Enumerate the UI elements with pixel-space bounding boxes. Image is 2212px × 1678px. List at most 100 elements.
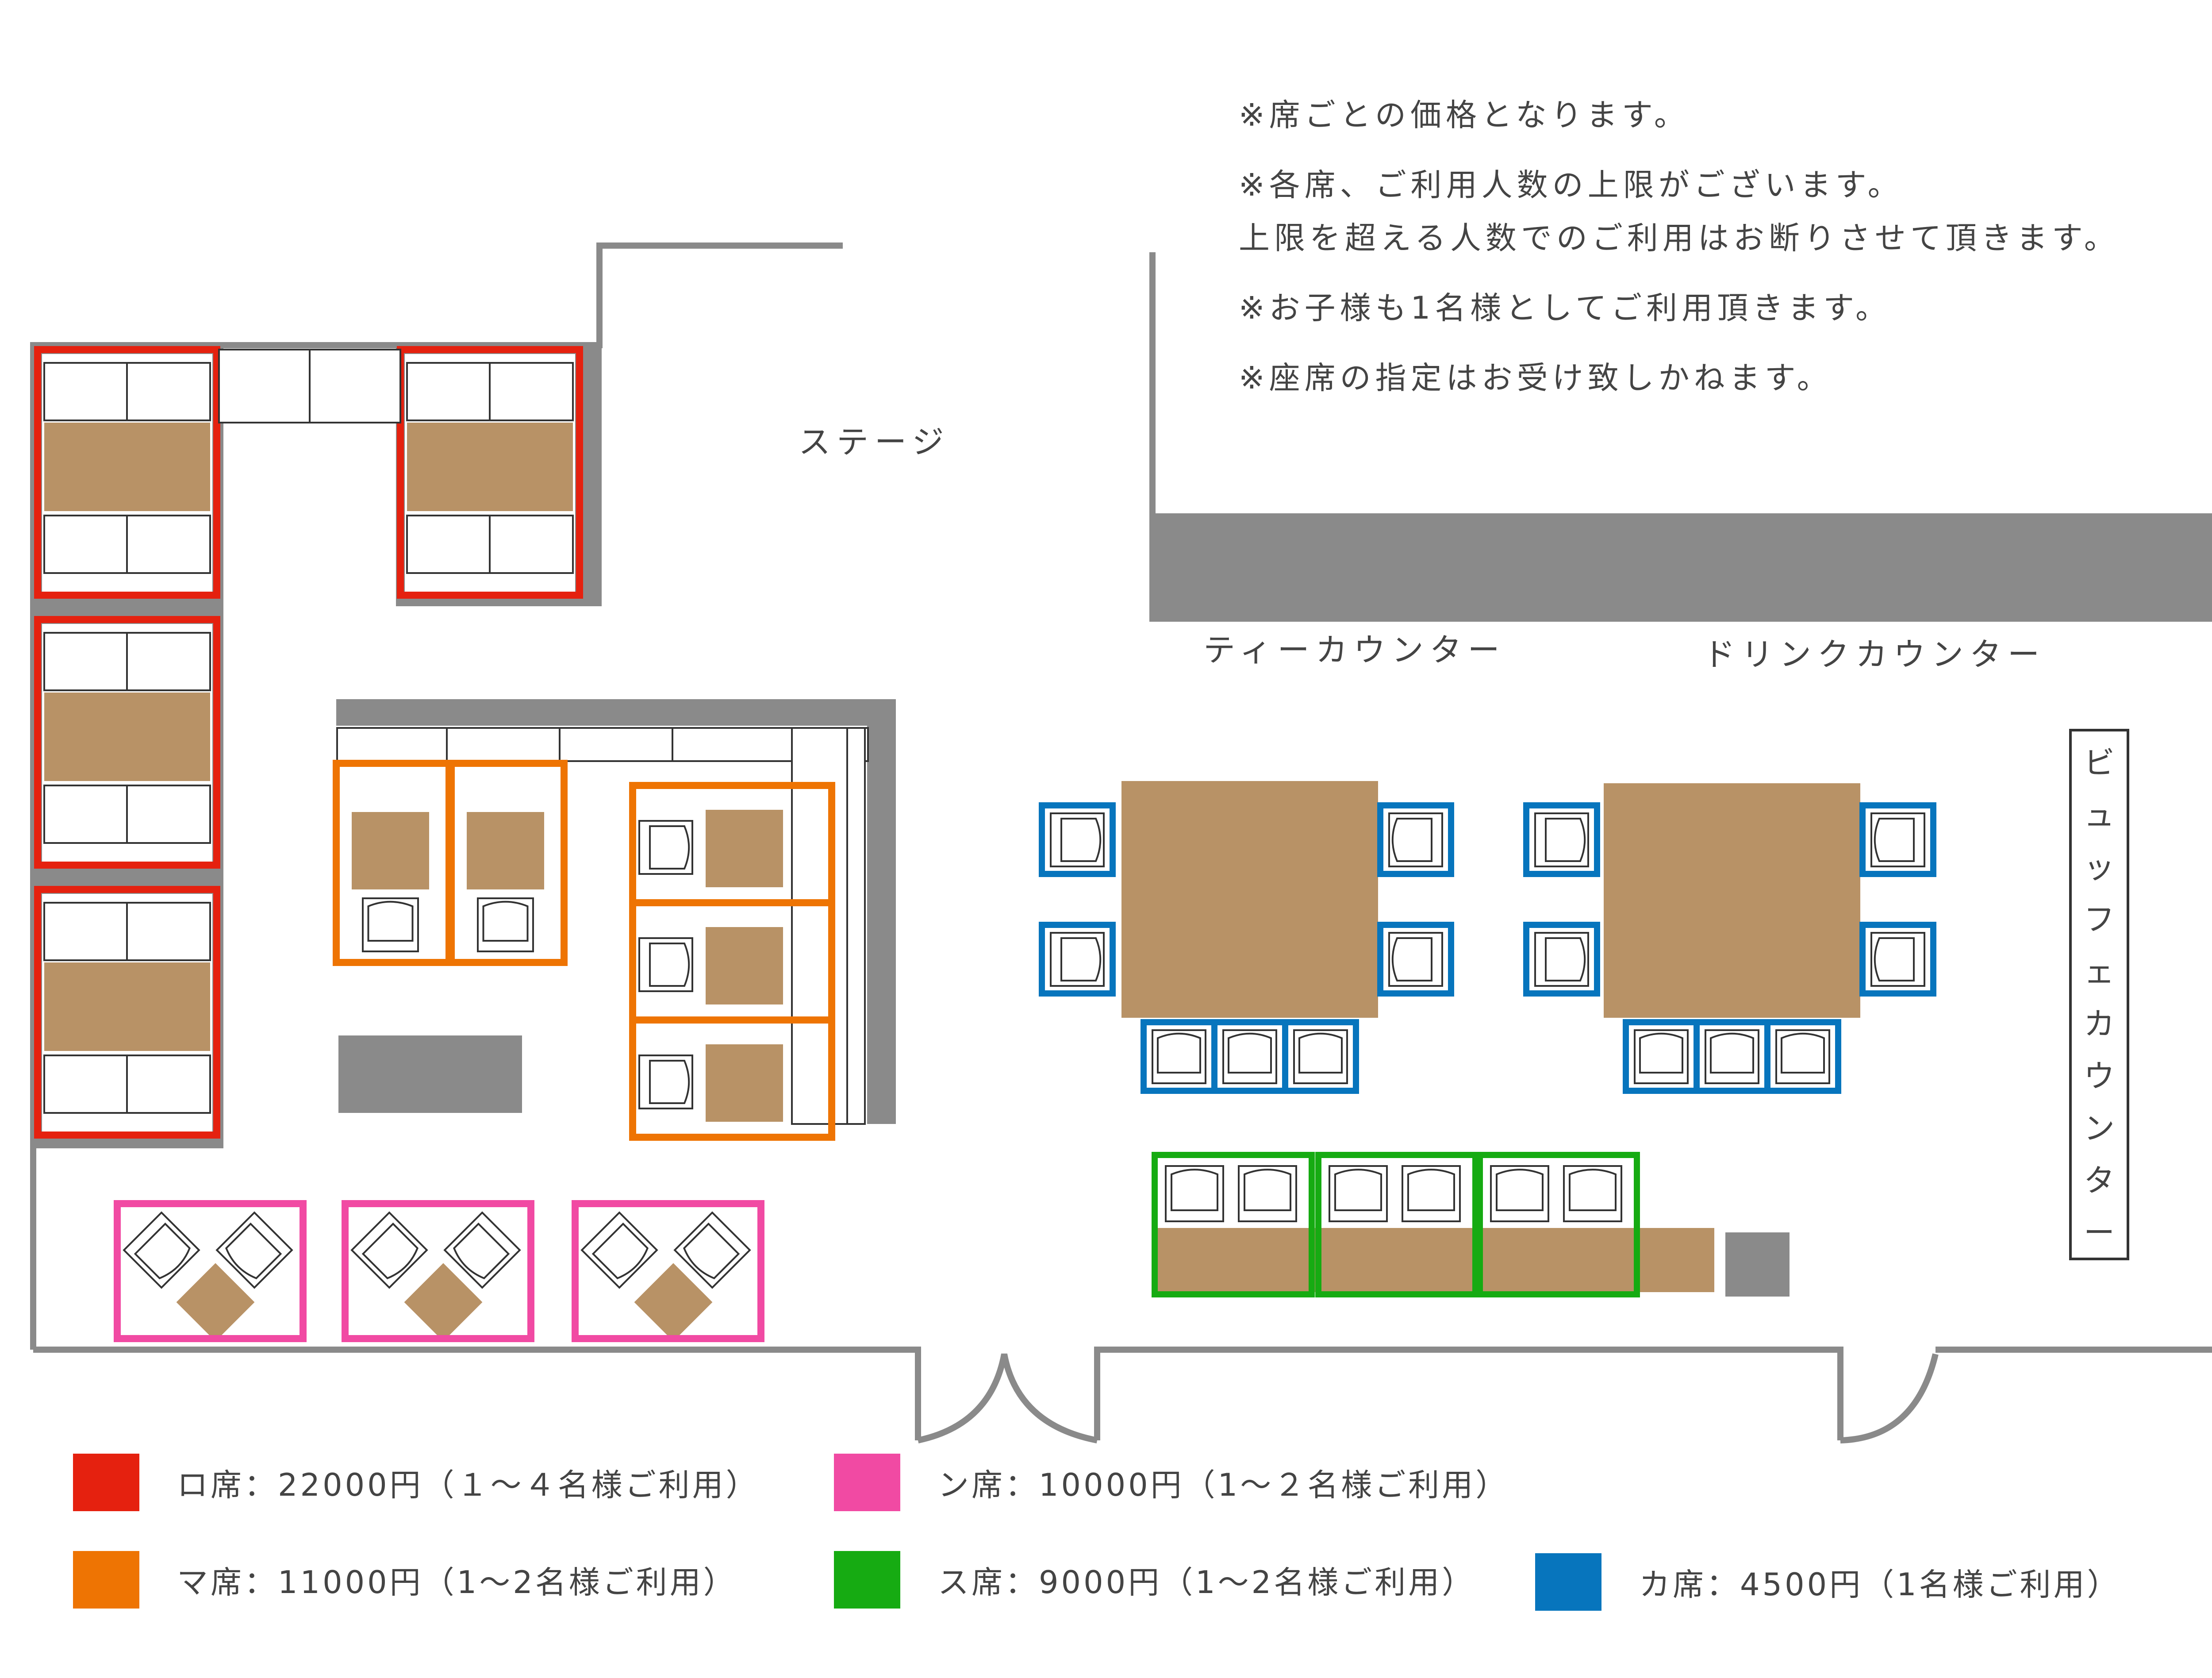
- ma-booth: [629, 1016, 835, 1141]
- ma-table: [467, 812, 544, 889]
- legend-ka: カ席：4500円（1名様ご利用）: [1535, 1553, 2121, 1611]
- buffet-label-char: ウ: [2084, 1058, 2115, 1094]
- legend-swatch-n: [834, 1454, 900, 1511]
- chair-seat: [1874, 937, 1915, 981]
- buffet-label-char: ュ: [2084, 797, 2115, 833]
- chair-seat: [1298, 1032, 1343, 1074]
- chair-seat: [1874, 818, 1915, 862]
- ro-table: [44, 962, 210, 1051]
- buffet-label-char: カ: [2084, 1006, 2115, 1042]
- n-outline: [572, 1200, 764, 1342]
- chair: [1238, 1165, 1297, 1222]
- legend-ma: マ席：11000円（1～2名様ご利用）: [73, 1551, 737, 1609]
- ro-table: [44, 423, 210, 511]
- n-outline: [342, 1200, 534, 1342]
- ka-outline: [1764, 1019, 1841, 1094]
- su-counter: [1155, 1228, 1714, 1292]
- ma-table: [706, 810, 783, 887]
- ro-booth: [397, 346, 583, 599]
- buffet-label-char: ー: [2084, 1215, 2115, 1251]
- su-seats: [1152, 1152, 1714, 1297]
- buffet-counter-label: ビュッフェカウンター: [2075, 737, 2124, 1259]
- chair-seat: [1157, 1032, 1201, 1074]
- legend-text-ro: ロ席：22000円（１～４名様ご利用）: [177, 1466, 760, 1503]
- chair: [1402, 1165, 1461, 1222]
- ka-outline: [1377, 922, 1454, 997]
- drink-counter-label: ドリンクカウンター: [1703, 636, 2046, 673]
- chair-seat: [1639, 1032, 1683, 1074]
- tea-counter-label: ティーカウンター: [1203, 631, 1506, 669]
- chair-seat: [367, 901, 414, 942]
- chair-seat: [1407, 1169, 1455, 1211]
- buffet-label-char: ン: [2084, 1110, 2115, 1147]
- stage-label: ステージ: [799, 423, 950, 461]
- chair-seat: [225, 1222, 282, 1279]
- ka-outline: [1523, 802, 1600, 877]
- chair-seat: [1244, 1169, 1291, 1211]
- ka-seat: [1039, 922, 1116, 997]
- wall-bottom-right: [1936, 1347, 2212, 1353]
- ka-outline: [1859, 802, 1936, 877]
- chair-seat: [1228, 1032, 1272, 1074]
- chair: [1775, 1029, 1830, 1084]
- chair-seat: [1060, 937, 1102, 981]
- legend-swatch-ka: [1535, 1553, 1601, 1611]
- chair-seat: [1171, 1169, 1218, 1211]
- su-outline: [1477, 1152, 1640, 1297]
- su-outline: [1152, 1152, 1315, 1297]
- chair-seat: [134, 1222, 191, 1279]
- legend-text-ma: マ席：11000円（1～2名様ご利用）: [177, 1564, 737, 1601]
- ma-seats: [333, 727, 869, 1141]
- chair-seat: [361, 1222, 419, 1279]
- buffet-label-char: ビ: [2084, 745, 2115, 781]
- ka-seats: [1039, 781, 1936, 1094]
- ka-seat: [1211, 1019, 1288, 1094]
- note-4: ※お子様も1名様としてご利用頂きます。: [1239, 290, 1891, 326]
- su-booth: [1152, 1152, 1315, 1297]
- chair: [123, 1211, 200, 1289]
- chair: [443, 1211, 521, 1289]
- note-3: 上限を超える人数でのご利用はお断りさせて頂きます。: [1239, 220, 2120, 256]
- ma-table: [706, 927, 783, 1004]
- ma-table: [706, 1044, 783, 1122]
- note-1: ※席ごとの価格となります。: [1239, 97, 1690, 133]
- chair-seat: [649, 1060, 690, 1104]
- chair-seat: [1569, 1169, 1617, 1211]
- chair: [1870, 932, 1925, 987]
- n-booth: [572, 1200, 764, 1342]
- buffet-label-char: フ: [2084, 901, 2115, 938]
- ka-seat: [1523, 802, 1600, 877]
- buffet-counter-box: [2069, 729, 2129, 1260]
- legend-su: ス席：9000円（1～2名様ご利用）: [834, 1551, 1475, 1609]
- chair: [1329, 1165, 1388, 1222]
- legend-ro: ロ席：22000円（１～４名様ご利用）: [73, 1454, 760, 1511]
- n-outline: [114, 1200, 307, 1342]
- chair: [1634, 1029, 1689, 1084]
- door-right: [1840, 1353, 1939, 1443]
- chair-seat: [1391, 818, 1432, 862]
- ro-outline: [34, 346, 220, 599]
- chair-seat: [1496, 1169, 1544, 1211]
- chair: [1490, 1165, 1549, 1222]
- door-left: [917, 1353, 1098, 1443]
- legend-text-n: ン席：10000円（1～２名様ご利用）: [938, 1466, 1509, 1503]
- chair-seat: [1060, 818, 1102, 862]
- chair: [1388, 812, 1443, 867]
- ma-table: [352, 812, 429, 889]
- buffet-label-char: タ: [2084, 1162, 2115, 1199]
- ro-table: [44, 693, 210, 781]
- ka-outline: [1523, 922, 1600, 997]
- chair: [1165, 1165, 1224, 1222]
- chair: [1050, 932, 1105, 987]
- gray-small-block: [1725, 1232, 1790, 1297]
- chair-seat: [683, 1222, 740, 1279]
- ka-seat: [1859, 802, 1936, 877]
- chair-seat: [1781, 1032, 1825, 1074]
- gray-block: [338, 1035, 522, 1113]
- chair: [1870, 812, 1925, 867]
- chair: [673, 1211, 751, 1289]
- ma-booth: [448, 760, 568, 966]
- su-outline: [1315, 1152, 1479, 1297]
- su-booth: [1315, 1152, 1479, 1297]
